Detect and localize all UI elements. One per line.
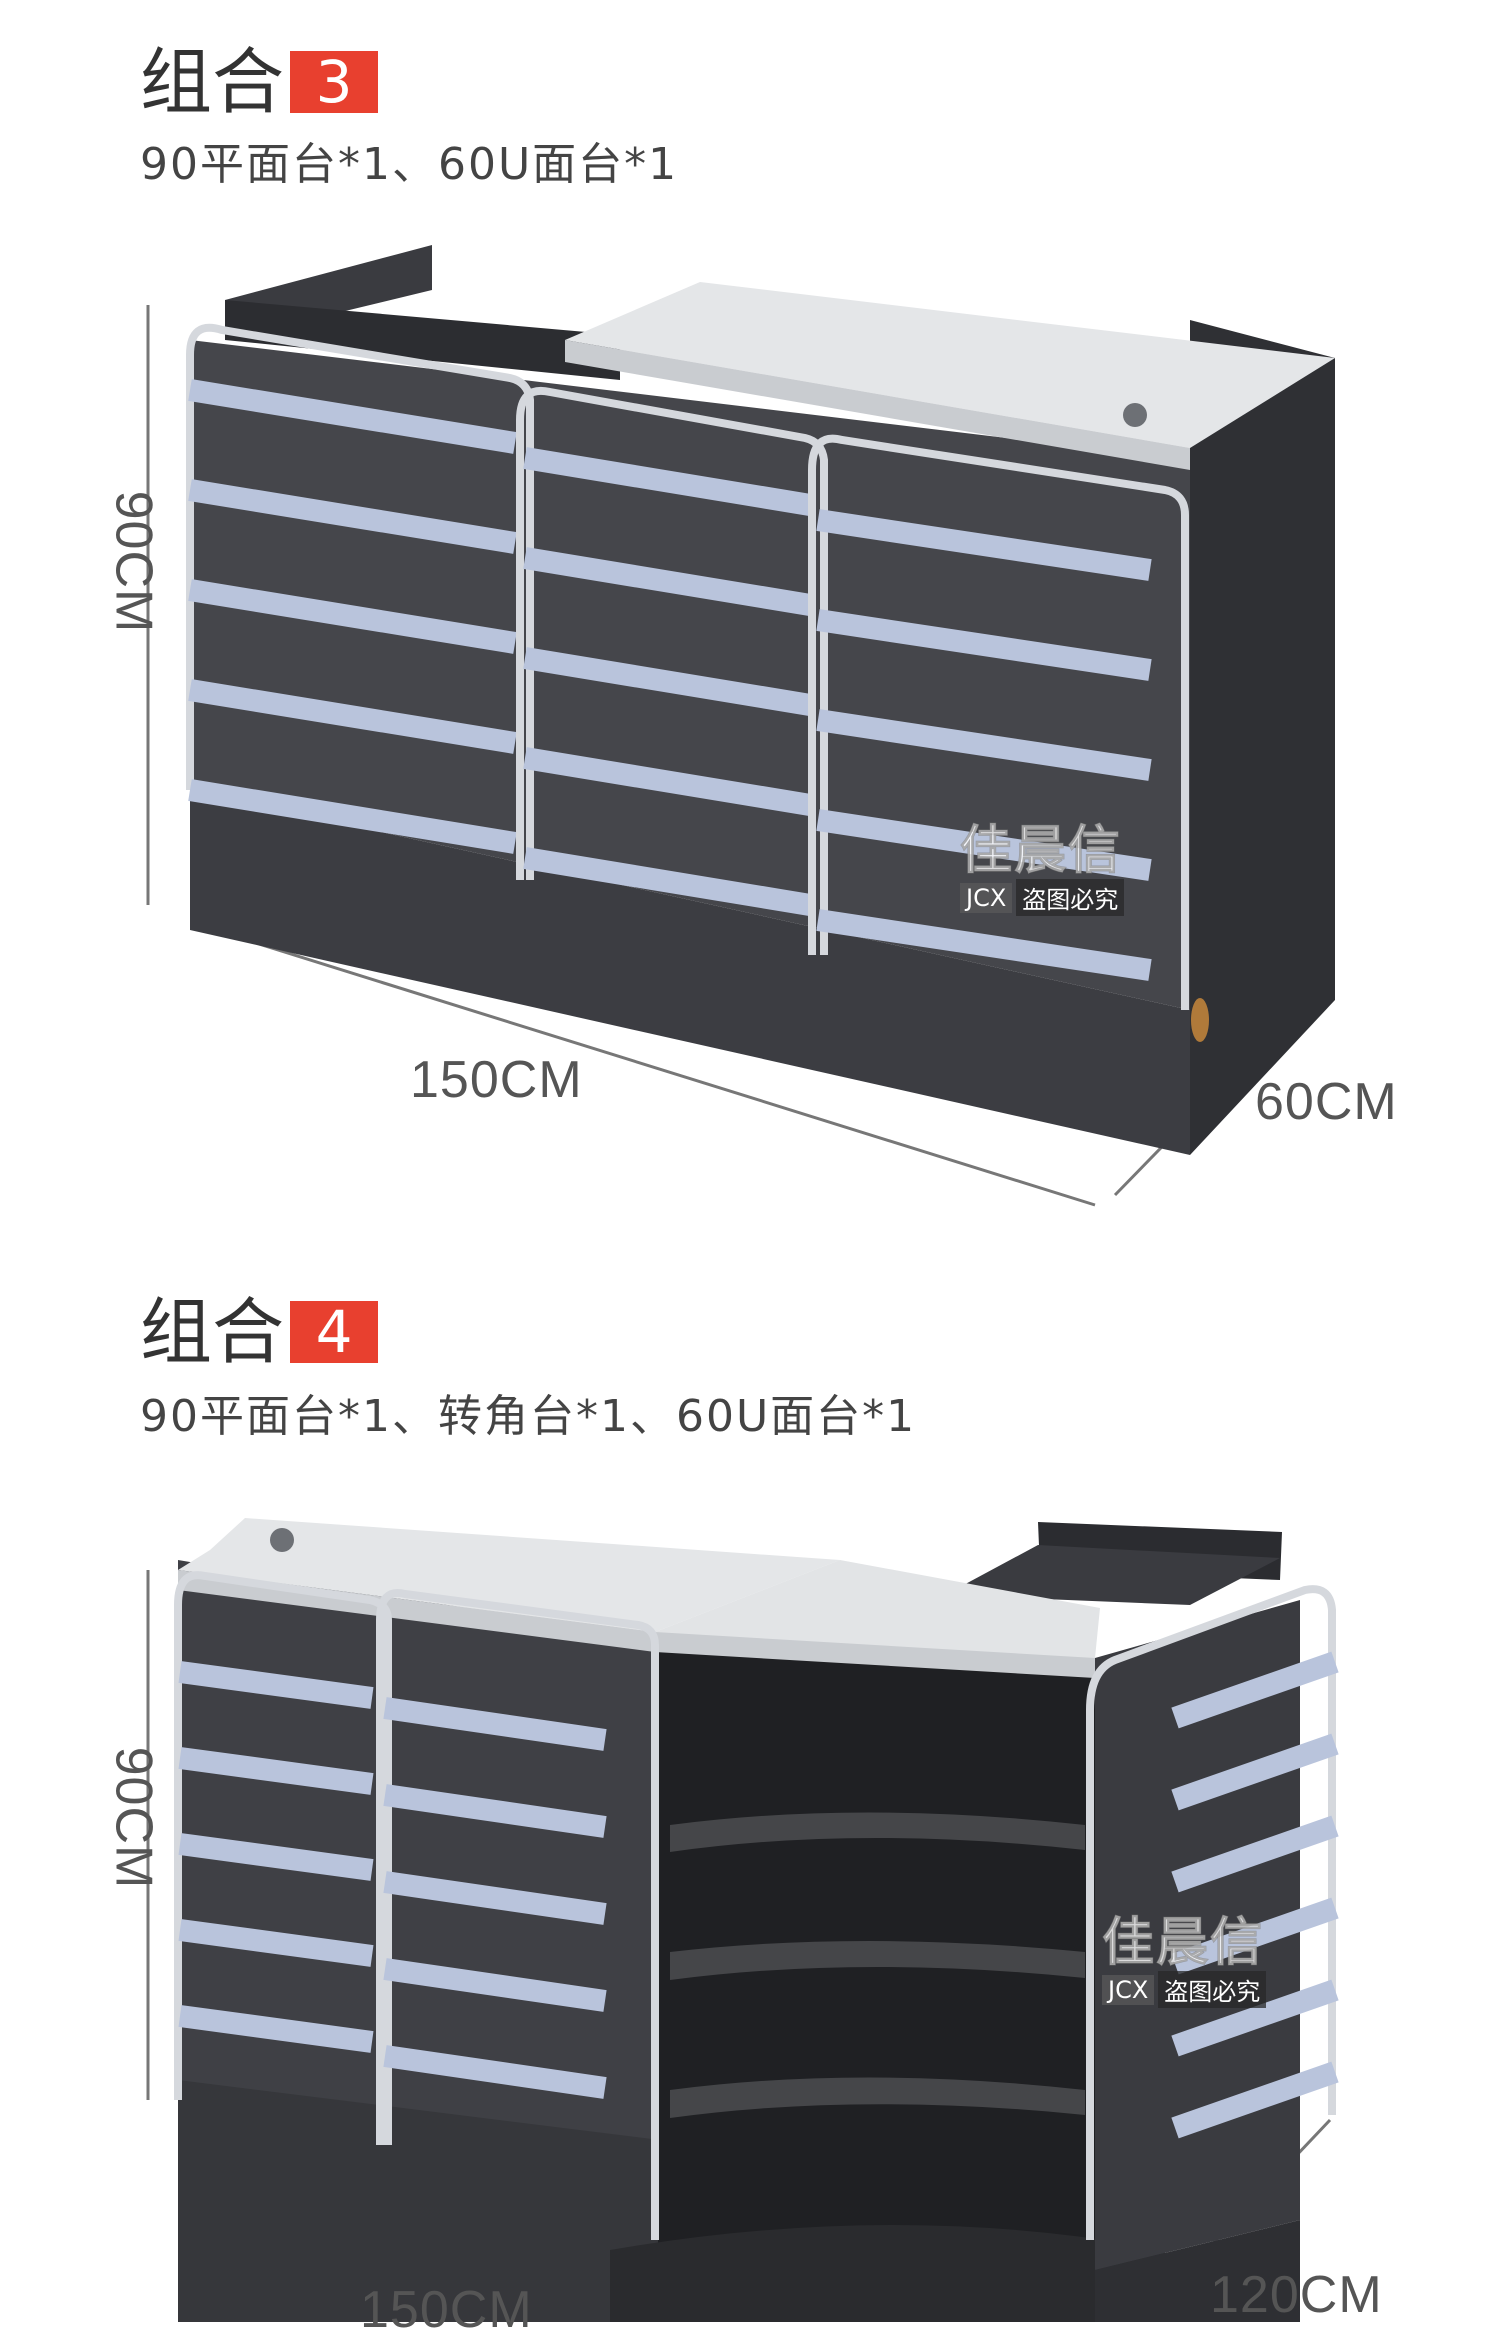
combo-title: 组合 3 <box>140 40 379 124</box>
length-label: 150CM <box>360 2281 533 2339</box>
watermark: 佳晨信 JCX 盗图必究 <box>1101 1900 1267 2008</box>
shelf-column-3 <box>1086 1585 1339 2240</box>
watermark-brand: 佳晨信 <box>1101 1913 1265 1974</box>
shelf-column-3 <box>808 434 1189 1010</box>
watermark: 佳晨信 JCX 盗图必究 <box>959 808 1125 916</box>
watermark-notice: 盗图必究 <box>1016 879 1125 916</box>
combo-subtitle: 90平面台*1、60U面台*1 <box>140 139 679 190</box>
counter-illustration <box>146 245 1335 1207</box>
watermark-code: JCX <box>960 882 1013 913</box>
height-label: 90CM <box>104 490 163 634</box>
combo-title-label: 组合 <box>140 1290 285 1374</box>
shelf-column-1 <box>174 1571 392 2145</box>
length-label: 150CM <box>410 1051 583 1109</box>
combo-title: 组合 4 <box>140 1290 379 1374</box>
shelf-column-1 <box>186 323 534 880</box>
watermark-brand: 佳晨信 <box>959 821 1123 882</box>
combo-number-badge: 3 <box>290 51 379 113</box>
depth-label: 60CM <box>1255 1073 1398 1131</box>
combo-3-section: 组合 3 90平面台*1、60U面台*1 <box>104 40 1398 1207</box>
watermark-code: JCX <box>1102 1974 1155 2005</box>
counter-illustration <box>146 1518 1339 2322</box>
combo-number-badge: 4 <box>290 1301 379 1363</box>
watermark-notice: 盗图必究 <box>1158 1971 1267 2008</box>
length-dimension-line <box>197 923 1096 1207</box>
shelf-column-2 <box>376 1589 659 2240</box>
combo-4-section: 组合 4 90平面台*1、转角台*1、60U面台*1 <box>0 1240 1500 2339</box>
height-label: 90CM <box>104 1746 163 1890</box>
combo-title-label: 组合 <box>140 40 285 124</box>
combo-subtitle: 90平面台*1、转角台*1、60U面台*1 <box>140 1391 917 1442</box>
shelf-column-2 <box>516 386 828 955</box>
depth-label: 120CM <box>1210 2266 1383 2324</box>
